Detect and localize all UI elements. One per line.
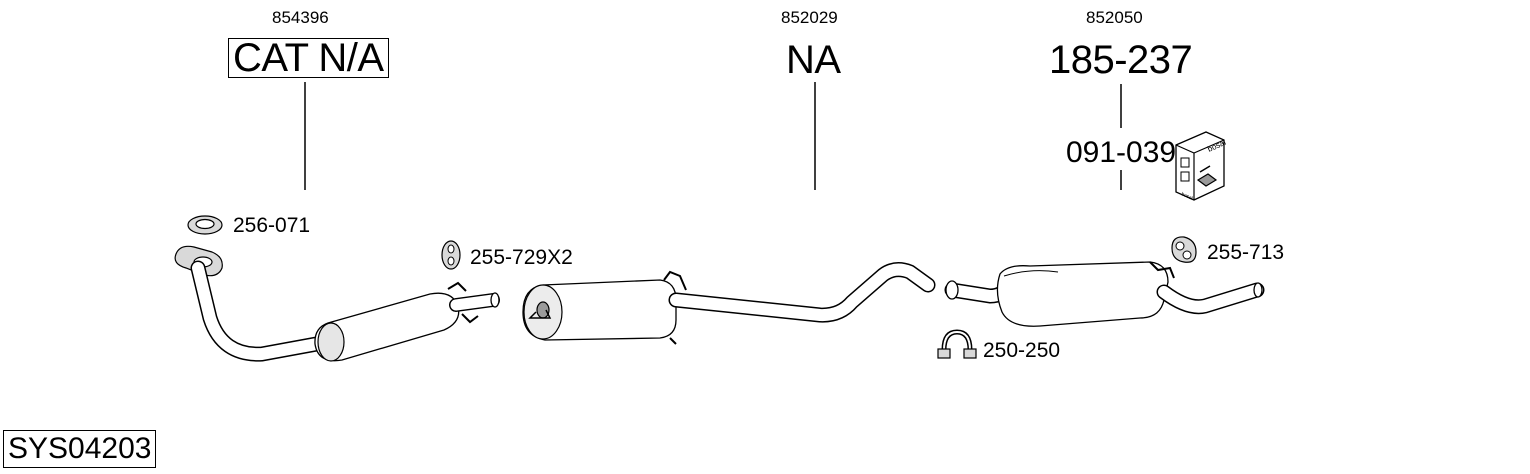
gasket-label: 256-071 (233, 214, 311, 237)
clamp-label: 250-250 (983, 339, 1061, 362)
middle-pipe-section (522, 262, 936, 345)
rubber-mount-rear-label: 255-713 (1207, 241, 1285, 264)
front-part-ref: 854396 (272, 8, 329, 27)
front-pipe-section (174, 245, 500, 362)
front-muffler (314, 292, 460, 362)
gasket-icon (187, 215, 223, 235)
rubber-mount-front-label: 255-729X2 (470, 246, 573, 269)
rubber-mount-rear-icon (1171, 236, 1197, 263)
rubber-mount-front-icon (441, 240, 461, 270)
kit-box-icon (1175, 131, 1225, 201)
middle-muffler (522, 279, 677, 341)
rear-muffler (996, 261, 1169, 327)
clamp-icon (937, 329, 977, 359)
system-code: SYS04203 (3, 430, 157, 468)
rear-pipe-section (944, 261, 1265, 327)
middle-part-ref: 852029 (781, 8, 838, 27)
kit-box-brand-side: bosal (1180, 191, 1193, 201)
front-part-number: CAT N/A (228, 38, 389, 78)
middle-part-number: NA (786, 38, 841, 82)
rear-part-number: 185-237 (1049, 38, 1193, 82)
rear-part-ref: 852050 (1086, 8, 1143, 27)
rear-kit-number: 091-039 (1066, 136, 1177, 169)
